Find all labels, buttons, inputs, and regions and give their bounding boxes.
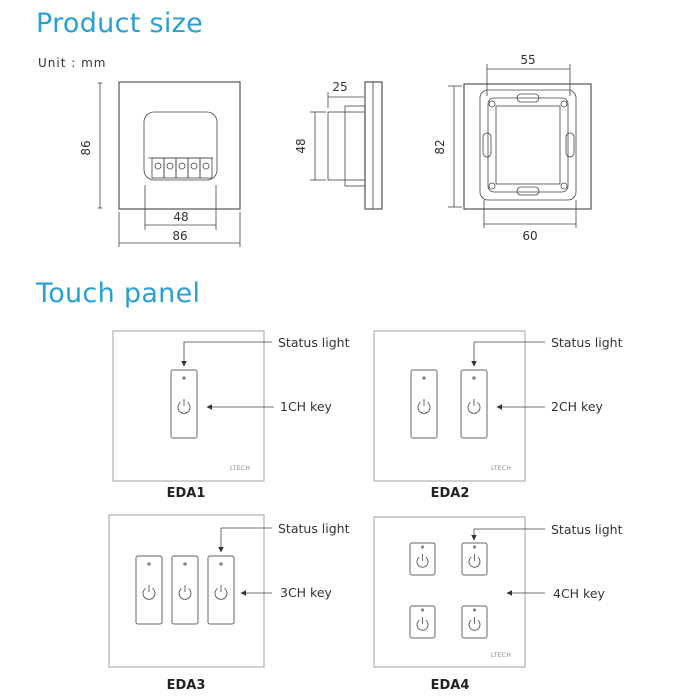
bottom-clip xyxy=(516,186,540,196)
eda4-power-icon-2 xyxy=(468,554,481,568)
back-top-width-dim: 55 xyxy=(520,53,535,67)
eda1-panel xyxy=(112,330,265,482)
side-depth-dim: 25 xyxy=(332,80,347,94)
eda3-power-icon-3 xyxy=(214,585,228,600)
front-inner-width-dim: 48 xyxy=(173,210,188,224)
front-height-dim: 86 xyxy=(79,140,93,155)
eda1-brand-logo: LTECH xyxy=(230,465,250,472)
front-plate xyxy=(118,81,241,210)
panel-eda3: Status light 3CH key EDA3 xyxy=(108,514,350,693)
product-size-heading: Product size xyxy=(36,8,204,39)
eda1-power-icon xyxy=(177,399,191,414)
eda4-brand-logo: LTECH xyxy=(491,652,511,659)
eda2-brand-logo: LTECH xyxy=(491,465,511,472)
eda2-panel xyxy=(373,330,526,482)
front-view: 86 48 86 xyxy=(79,81,241,247)
panel-eda1: LTECH Status light 1CH key EDA1 xyxy=(112,330,350,501)
eda4-key-label: 4CH key xyxy=(553,586,606,601)
top-clip xyxy=(516,93,540,103)
unit-label: Unit : mm xyxy=(38,56,107,70)
eda1-status-label: Status light xyxy=(278,335,350,350)
eda2-model-label: EDA2 xyxy=(431,486,470,501)
back-frame-outer xyxy=(479,89,577,201)
eda4-status-label: Status light xyxy=(551,522,623,537)
back-view: 55 82 60 xyxy=(433,53,592,243)
eda2-power-icon-1 xyxy=(417,399,431,414)
eda4-power-icon-4 xyxy=(468,617,481,631)
eda2-key-label: 2CH key xyxy=(551,399,604,414)
panel-eda2: LTECH Status light 2CH key EDA2 xyxy=(373,330,623,501)
back-plate xyxy=(463,83,592,210)
eda3-power-icon-2 xyxy=(178,585,192,600)
eda4-power-icon-3 xyxy=(416,617,429,631)
panel-eda4: LTECH Status light 4CH key EDA4 xyxy=(373,516,623,693)
side-module xyxy=(327,111,366,181)
eda2-power-icon-2 xyxy=(467,399,481,414)
eda1-key-label: 1CH key xyxy=(280,399,333,414)
eda1-model-label: EDA1 xyxy=(167,486,206,501)
eda2-status-label: Status light xyxy=(551,335,623,350)
back-frame-inner xyxy=(487,97,569,193)
back-height-dim: 82 xyxy=(433,139,447,154)
left-clip xyxy=(482,132,492,158)
front-module xyxy=(143,111,218,181)
eda4-panel xyxy=(373,516,526,668)
back-bottom-width-dim: 60 xyxy=(522,229,537,243)
side-plate xyxy=(364,81,383,210)
side-height-dim: 48 xyxy=(294,138,308,153)
side-view: 25 48 xyxy=(294,80,383,210)
front-outer-width-dim: 86 xyxy=(172,229,187,243)
terminal-block xyxy=(151,157,213,179)
eda3-model-label: EDA3 xyxy=(167,678,206,693)
eda3-power-icon-1 xyxy=(142,585,156,600)
right-clip xyxy=(565,132,575,158)
eda4-model-label: EDA4 xyxy=(431,678,470,693)
eda4-power-icon-1 xyxy=(416,554,429,568)
eda1-status-light xyxy=(182,376,186,380)
touch-panel-heading: Touch panel xyxy=(36,278,201,309)
eda3-key-label: 3CH key xyxy=(280,585,333,600)
eda3-status-label: Status light xyxy=(278,521,350,536)
